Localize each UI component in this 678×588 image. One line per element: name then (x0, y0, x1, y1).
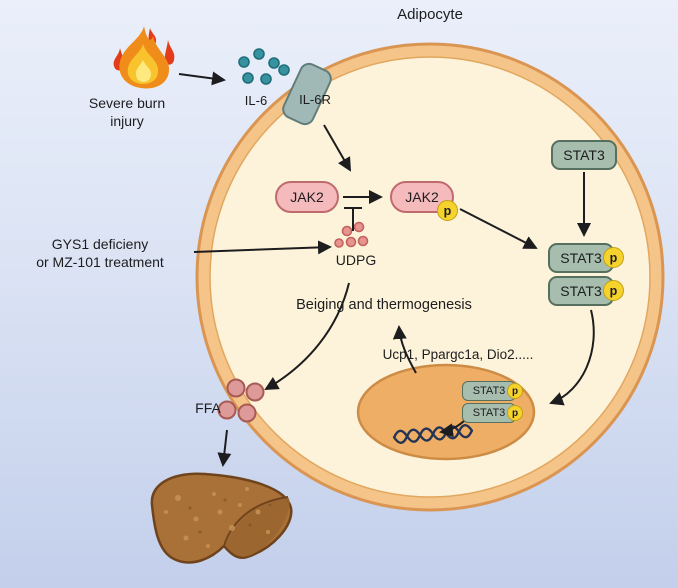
fire-icon (113, 26, 175, 89)
nucleus-stat3-top-phospho-badge: p (507, 383, 523, 399)
arrow-nucleus-stat3-to-dna (439, 420, 465, 438)
gys1-label-line1: GYS1 deficieny (51, 236, 149, 252)
burn-label: Severe burn injury (62, 95, 192, 130)
arrow-receptor-to-jak2 (323, 124, 352, 172)
jak2-phospho-badge: p (437, 200, 458, 221)
gys1-label-line2: or MZ-101 treatment (36, 253, 164, 270)
arrow-genes-to-beiging (392, 325, 417, 374)
stat3-dimer-bottom: STAT3 (548, 276, 614, 306)
arrow-udpg-to-ffa (264, 282, 350, 390)
arrow-burn-to-il6 (178, 71, 226, 86)
il6-dots-icon (238, 48, 290, 85)
il6-receptor-icon (282, 62, 332, 126)
beiging-label: Beiging and thermogenesis (296, 297, 472, 313)
udpg-label: UDPG (335, 252, 377, 268)
jak2-node: JAK2 (275, 181, 339, 213)
gys1-label: GYS1 deficieny or MZ-101 treatment (6, 236, 194, 271)
cell-title: Adipocyte (397, 6, 463, 23)
cell-cytoplasm (209, 56, 651, 498)
arrow-ffa-to-liver (217, 429, 232, 467)
dna-icon (392, 424, 474, 444)
nucleus-stat3-bottom: STAT3 (462, 403, 516, 423)
stat3-dimer-top-phospho-badge: p (603, 247, 624, 268)
arrow-jak2p-to-stat3dimer (459, 208, 538, 249)
burn-label-line1: Severe burn (88, 95, 166, 111)
burn-label-line2: injury (110, 112, 144, 129)
ffa-dots-icon (217, 378, 265, 423)
arrow-gys1-to-udpg (193, 240, 332, 255)
il6r-label: IL-6R (299, 92, 331, 107)
il6-label: IL-6 (244, 93, 268, 108)
target-genes-label: Ucp1, Ppargc1a, Dio2..... (382, 347, 534, 362)
nucleus-stat3-top: STAT3 (462, 381, 516, 401)
stat3-node: STAT3 (551, 140, 617, 170)
liver-icon (150, 472, 293, 564)
udpg-dots-icon (334, 221, 369, 248)
stat3-dimer-bottom-phospho-badge: p (603, 280, 624, 301)
nucleus-stat3-bottom-phospho-badge: p (507, 405, 523, 421)
arrow-dimer-to-nucleus (549, 309, 595, 406)
ffa-label: FFA (195, 400, 221, 416)
